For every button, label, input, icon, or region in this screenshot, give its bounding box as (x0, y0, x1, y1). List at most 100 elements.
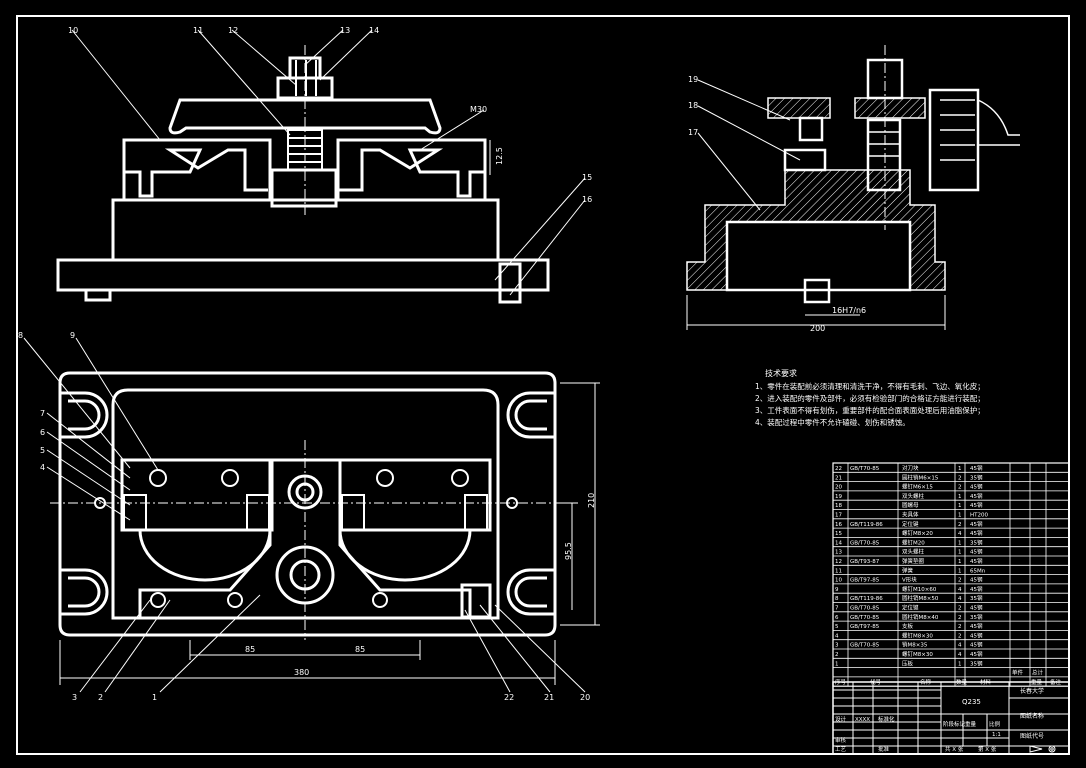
bom-row-qty: 1 (958, 540, 962, 546)
balloon-9: 9 (70, 331, 75, 340)
bom-row-mat: 45钢 (970, 604, 983, 612)
balloon-7: 7 (40, 409, 45, 418)
drawing-border (16, 15, 1070, 755)
balloon-5: 5 (40, 446, 45, 455)
bom-row-qty: 1 (958, 513, 962, 519)
bom-row-mat: 45钢 (970, 631, 983, 639)
bom-row-mat: 45钢 (970, 576, 983, 584)
bom-row-qty: 2 (958, 522, 962, 528)
bom-row-mat: 45钢 (970, 548, 983, 556)
balloon-22: 22 (504, 693, 514, 702)
side-clamp-arm-b (854, 97, 926, 119)
bom-row-qty: 4 (958, 652, 962, 658)
bom-row-qty: 4 (958, 531, 962, 537)
balloon-2: 2 (98, 693, 103, 702)
cutter-block-plan (460, 583, 492, 619)
bom-row-qty: 4 (958, 596, 962, 602)
front-leaders (71, 29, 586, 296)
bom-header-cell: 单件 (1012, 669, 1024, 677)
note-line-3: 3、工件表面不得有划伤，重要部件的配合面表面处理后用油脂保护； (755, 405, 985, 415)
bom-row-code: GB/T97-85 (850, 578, 880, 584)
balloon-3: 3 (72, 693, 77, 702)
bom-row-no: 22 (835, 466, 842, 472)
bom-row-no: 18 (835, 503, 842, 509)
notes-title: 技术要求 (765, 368, 797, 378)
bom-row-name: 对刀块 (902, 464, 919, 472)
side-cutter-setter (928, 88, 1020, 192)
bom-row-no: 21 (835, 475, 842, 481)
bom-row-name: 螺钉M20 (902, 538, 925, 546)
bom-row-name: 圆柱销M8×40 (902, 613, 939, 621)
dim-fit: 16H7/n6 (832, 306, 866, 315)
front-balloons: 10 11 12 13 14 15 16 M30 12.5 (68, 26, 592, 204)
plan-dimensions (59, 382, 600, 685)
balloon-20: 20 (580, 693, 590, 702)
bom-row-qty: 1 (958, 550, 962, 556)
tb-craft: 工艺 (835, 746, 847, 753)
balloon-10: 10 (68, 26, 78, 35)
bom-row-qty: 2 (958, 624, 962, 630)
bom-row-no: 13 (835, 550, 842, 556)
base-plate (56, 258, 550, 292)
balloon-11: 11 (193, 26, 203, 35)
bom-row-no: 3 (835, 643, 839, 649)
side-view (686, 45, 1020, 304)
bom-row-mat: 35钢 (970, 594, 983, 602)
bom-row-code: GB/T70-85 (850, 606, 880, 612)
bom-row-name: 夹具体 (902, 511, 919, 519)
bom-row-no: 11 (835, 568, 842, 574)
bom-row-qty: 2 (958, 578, 962, 584)
side-pin (798, 116, 824, 142)
bom-row-qty: 1 (958, 559, 962, 565)
tb-approve: 批准 (878, 745, 890, 753)
bom-row-mat: 35钢 (970, 538, 983, 546)
bom-row-code: GB/T70-85 (850, 643, 880, 649)
bom-row-no: 17 (835, 513, 842, 519)
tb-weight: 重量 (965, 720, 977, 728)
dim-200: 200 (810, 324, 825, 333)
bom-row-no: 9 (835, 587, 839, 593)
dim-95-5: 95.5 (564, 542, 573, 560)
balloon-4: 4 (40, 463, 45, 472)
fixture-body (111, 198, 500, 262)
bom-row-mat: 35钢 (970, 659, 983, 667)
bom-row-no: 10 (835, 578, 842, 584)
pins-plan (123, 494, 488, 531)
bom-row-qty: 2 (958, 606, 962, 612)
side-body-section (686, 169, 946, 291)
balloon-16: 16 (582, 195, 592, 204)
bom-row-qty: 1 (958, 661, 962, 667)
bom-row-no: 16 (835, 522, 842, 528)
tb-school: 长春大学 (1020, 687, 1044, 695)
tb-scale: 比例 (989, 720, 1001, 728)
bom-row-mat: 45钢 (970, 501, 983, 509)
side-body-cavity (725, 220, 912, 292)
bom-row-name: 圆螺母 (902, 501, 919, 509)
front-view (56, 45, 550, 304)
tb-scale-val: 1:1 (992, 732, 1001, 738)
bom-row-mat: 45钢 (970, 529, 983, 537)
side-nut (783, 148, 827, 172)
slot-bottom-left (60, 568, 109, 616)
bom-row-no: 5 (835, 624, 839, 630)
balloon-14: 14 (369, 26, 379, 35)
note-line-2: 2、进入装配的零件及部件，必须有检验部门的合格证方能进行装配； (755, 393, 985, 403)
bom-row-no: 15 (835, 531, 842, 537)
bom-row-name: 双头螺柱 (902, 492, 925, 500)
bom-row-no: 4 (835, 633, 839, 639)
slot-top-right (506, 391, 555, 439)
bom-row-no: 12 (835, 559, 842, 565)
tb-sheets: 共 X 张 (945, 745, 964, 753)
dim-380: 380 (294, 668, 309, 677)
bom-row-name: 双头螺柱 (902, 548, 925, 556)
bom-row-qty: 1 (958, 494, 962, 500)
bom-row-code: GB/T93-87 (850, 559, 880, 565)
balloon-15: 15 (582, 173, 592, 182)
projection-symbol (1029, 745, 1056, 753)
balloon-19: 19 (688, 75, 698, 84)
tb-review: 审核 (835, 736, 847, 744)
bom-row-no: 6 (835, 615, 839, 621)
note-line-1: 1、零件在装配前必须清理和清洗干净，不得有毛刺、飞边、氧化皮； (755, 381, 985, 391)
